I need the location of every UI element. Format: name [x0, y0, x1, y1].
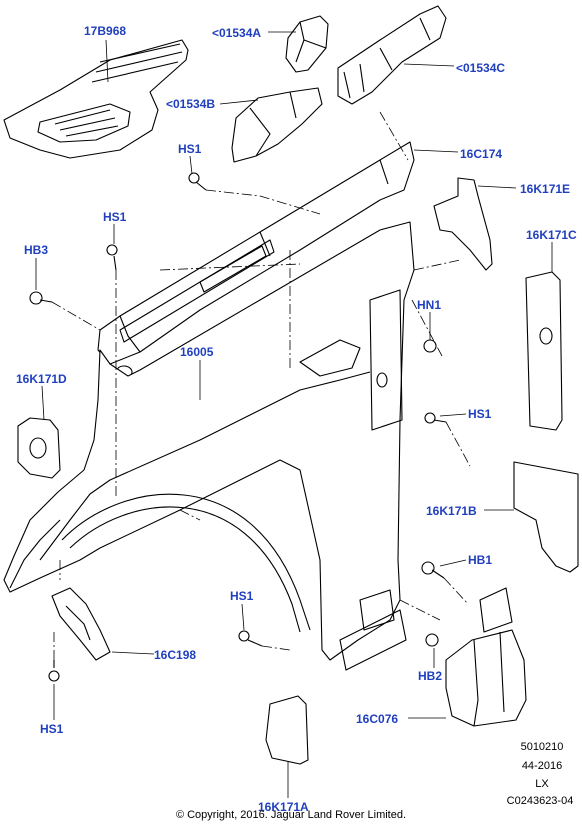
diagram-model: LX — [535, 778, 549, 790]
fastener-HB1[interactable] — [421, 561, 445, 579]
label-HN1[interactable]: HN1 — [417, 298, 442, 312]
label-16K171B[interactable]: 16K171B — [426, 504, 477, 518]
part-16K171E[interactable] — [433, 177, 493, 271]
label-HB1[interactable]: HB1 — [468, 553, 493, 567]
fastener-HS1-5[interactable] — [48, 660, 60, 682]
part-16C076[interactable] — [445, 587, 527, 727]
label-01534A[interactable]: <01534A — [212, 26, 262, 40]
label-HB2[interactable]: HB2 — [418, 669, 443, 683]
fastener-HS1-3[interactable] — [424, 412, 447, 424]
fastener-HN1[interactable] — [423, 339, 437, 353]
label-HS1-2[interactable]: HS1 — [103, 210, 127, 224]
fastener-HS1-top[interactable] — [188, 172, 207, 191]
part-16C174[interactable] — [97, 141, 415, 379]
label-17B968[interactable]: 17B968 — [84, 24, 127, 38]
label-16K171C[interactable]: 16K171C — [526, 228, 577, 242]
label-01534B[interactable]: <01534B — [166, 97, 216, 111]
part-16K171A[interactable] — [265, 695, 309, 765]
diagram-number: 5010210 — [520, 741, 564, 753]
diagram-date: 44-2016 — [521, 760, 563, 772]
part-16C198[interactable] — [51, 587, 111, 661]
part-17B968[interactable] — [3, 39, 189, 159]
label-16K171D[interactable]: 16K171D — [16, 372, 67, 386]
label-01534C[interactable]: <01534C — [456, 61, 506, 75]
label-16C198[interactable]: 16C198 — [154, 648, 197, 662]
assembly-lines — [51, 111, 471, 660]
label-HS1-4[interactable]: HS1 — [230, 589, 254, 603]
leader-lines — [35, 31, 553, 798]
part-01534C[interactable] — [337, 5, 447, 105]
fastener-HS1-2[interactable] — [106, 244, 118, 271]
label-16K171A[interactable]: 16K171A — [258, 800, 309, 814]
fastener-HB2[interactable] — [425, 633, 439, 647]
label-HB3[interactable]: HB3 — [24, 243, 49, 257]
copyright: © Copyright, 2016. Jaguar Land Rover Lim… — [175, 809, 407, 821]
part-01534A[interactable] — [285, 15, 329, 73]
part-16K171D[interactable] — [17, 417, 61, 479]
label-16C076[interactable]: 16C076 — [356, 712, 399, 726]
label-HS1-top[interactable]: HS1 — [178, 142, 202, 156]
diagram-code: C0243623-04 — [506, 795, 574, 807]
wheel-arch — [61, 493, 311, 633]
label-16005[interactable]: 16005 — [180, 345, 214, 359]
part-16005[interactable] — [3, 221, 415, 671]
label-HS1-5[interactable]: HS1 — [40, 722, 64, 736]
label-16C174[interactable]: 16C174 — [460, 147, 503, 161]
part-16K171C[interactable] — [525, 271, 563, 431]
part-01534B[interactable] — [231, 87, 323, 163]
fastener-HS1-4[interactable] — [238, 630, 263, 647]
label-16K171E[interactable]: 16K171E — [520, 182, 571, 196]
part-16K171B[interactable] — [513, 461, 579, 573]
fastener-HB3[interactable] — [29, 291, 53, 305]
label-HS1-3[interactable]: HS1 — [468, 407, 492, 421]
